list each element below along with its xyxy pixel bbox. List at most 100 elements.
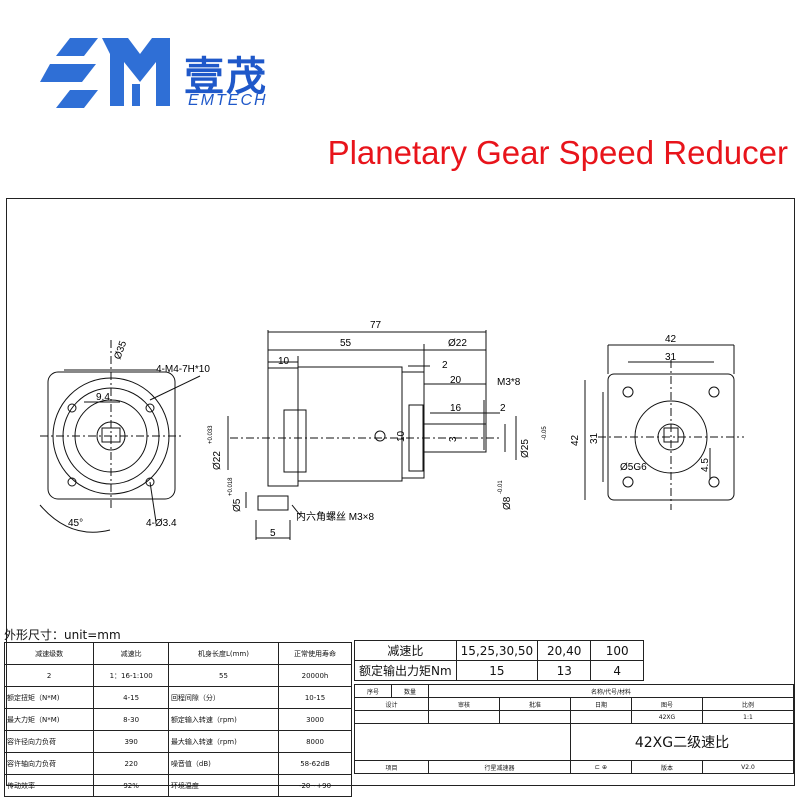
dim-42-top: 42 [665, 334, 677, 345]
dim-2a: 2 [442, 360, 448, 371]
table-cell: 噪音值（dB) [167, 752, 279, 775]
table-cell: 额定输出力矩Nm [354, 660, 457, 681]
projection-symbol-icon: ⊏ ⊕ [570, 760, 632, 774]
dim-20: 20 [450, 375, 462, 386]
table-cell: 58-62dB [277, 752, 353, 775]
table-cell: 最大输入转速（rpm) [167, 730, 279, 753]
table-cell: 4 [590, 660, 645, 681]
dim-thread: 4-M4-7H*10 [156, 364, 210, 375]
drawing-name: 42XG二级速比 [570, 723, 794, 761]
table-cell: 15,25,30,50 [455, 640, 539, 661]
table-cell: 1：16-1:100 [93, 664, 169, 687]
table-cell: V2.0 [702, 760, 794, 774]
dim-9-4: 9.4 [96, 392, 110, 403]
table-cell: 55 [167, 664, 279, 687]
dim-m3x8: M3*8 [497, 377, 521, 388]
table-row: 42XG 1:1 [354, 710, 794, 724]
table-cell: 传动效率 [3, 774, 95, 797]
spec-table: 减速级数 减速比 机身长度L(mm) 正常使用寿命 2 1：16-1:100 5… [3, 642, 353, 797]
dim-d8: Ø8 [502, 496, 513, 510]
dim-d25-tol: -0.05 [542, 426, 548, 440]
screw-note: 内六角螺丝 M3×8 [296, 510, 375, 523]
table-cell: 序号 [354, 684, 392, 698]
table-cell: 13 [537, 660, 592, 681]
table-cell: 日期 [570, 697, 632, 711]
logo-english-text: EMTECH [188, 92, 268, 109]
dim-holes: 4-Ø3.4 [146, 518, 177, 529]
dim-d22-tol: +0.033 [208, 425, 214, 444]
table-cell: 容许轴向力负荷 [3, 752, 95, 775]
dim-16: 16 [450, 403, 462, 414]
dim-4-5: 4.5 [700, 458, 711, 472]
table-cell: 减速比 [354, 640, 457, 661]
table-row: 容许径向力负荷 390 最大输入转速（rpm) 8000 [3, 730, 353, 753]
table-cell: 数量 [391, 684, 429, 698]
table-cell: 项目 [354, 760, 429, 774]
table-cell: 正常使用寿命 [277, 642, 353, 665]
table-cell: 回程间隙（分） [167, 686, 279, 709]
table-cell: -20~+90 [277, 774, 353, 797]
title-block: 序号 数量 名称/代号/材料 设计 审核 批准 日期 图号 比例 42XG 1:… [354, 684, 794, 774]
dim-angle: 45° [68, 518, 83, 529]
table-row: 42XG二级速比 [354, 723, 794, 761]
table-cell: 8000 [277, 730, 353, 753]
table-cell: 3000 [277, 708, 353, 731]
dim-3: 3 [448, 436, 459, 442]
table-cell: 最大力矩（N*M) [3, 708, 95, 731]
table-row: 传动效率 92% 环境温度 -20~+90 [3, 774, 353, 797]
dim-d5-tol: +0.018 [228, 477, 234, 496]
table-cell: 1:1 [702, 710, 794, 724]
table-cell: 行星减速器 [428, 760, 571, 774]
dim-10b: 10 [396, 430, 407, 442]
table-cell: 减速级数 [3, 642, 95, 665]
table-cell: 图号 [631, 697, 703, 711]
table-row: 2 1：16-1:100 55 20000h [3, 664, 353, 687]
dim-d25: Ø25 [520, 439, 531, 458]
table-cell: 额定扭矩（N*M) [3, 686, 95, 709]
table-cell: 版本 [631, 760, 703, 774]
table-cell: 220 [93, 752, 169, 775]
table-cell: 设计 [354, 697, 429, 711]
dim-22: Ø22 [448, 338, 467, 349]
table-row: 项目 行星减速器 ⊏ ⊕ 版本 V2.0 [354, 760, 794, 774]
table-cell: 环境温度 [167, 774, 279, 797]
dim-d5g6: Ø5G6 [620, 462, 647, 473]
table-cell: 审核 [428, 697, 500, 711]
table-cell: 100 [590, 640, 645, 661]
table-row: 设计 审核 批准 日期 图号 比例 [354, 697, 794, 711]
page-title: Planetary Gear Speed Reducer [327, 134, 788, 171]
dim-77: 77 [370, 320, 382, 331]
table-cell: 容许径向力负荷 [3, 730, 95, 753]
table-row: 减速比 15,25,30,50 20,40 100 [354, 640, 645, 661]
table-row: 额定扭矩（N*M) 4-15 回程间隙（分） 10-15 [3, 686, 353, 709]
table-cell: 8-30 [93, 708, 169, 731]
table-row: 序号 数量 名称/代号/材料 [354, 684, 794, 698]
table-cell: 15 [455, 660, 539, 681]
table-cell: 390 [93, 730, 169, 753]
dim-d5: Ø5 [232, 498, 243, 512]
table-cell: 4-15 [93, 686, 169, 709]
ratio-table: 减速比 15,25,30,50 20,40 100 额定输出力矩Nm 15 13… [354, 640, 645, 681]
table-cell: 批准 [499, 697, 571, 711]
table-cell: 42XG [631, 710, 703, 724]
table-cell: 减速比 [93, 642, 169, 665]
dim-2b: 2 [500, 403, 506, 414]
logo-chinese-text: 壹茂 [184, 54, 268, 100]
table-cell: 20000h [277, 664, 353, 687]
dim-31-side: 31 [589, 432, 600, 444]
dim-10a: 10 [278, 356, 290, 367]
dim-55: 55 [340, 338, 352, 349]
table-cell: 20,40 [537, 640, 592, 661]
table-cell: 2 [3, 664, 95, 687]
table-cell: 10-15 [277, 686, 353, 709]
dim-31-top: 31 [665, 352, 677, 363]
drawing-frame [6, 198, 795, 786]
table-row: 额定输出力矩Nm 15 13 4 [354, 660, 645, 681]
emtech-logo-icon [40, 38, 170, 108]
dim-d35: Ø35 [112, 339, 129, 361]
table-cell: 比例 [702, 697, 794, 711]
dim-42-side: 42 [570, 434, 581, 446]
dim-d8-tol: -0.01 [498, 480, 504, 494]
table-cell: 额定输入转速（rpm) [167, 708, 279, 731]
